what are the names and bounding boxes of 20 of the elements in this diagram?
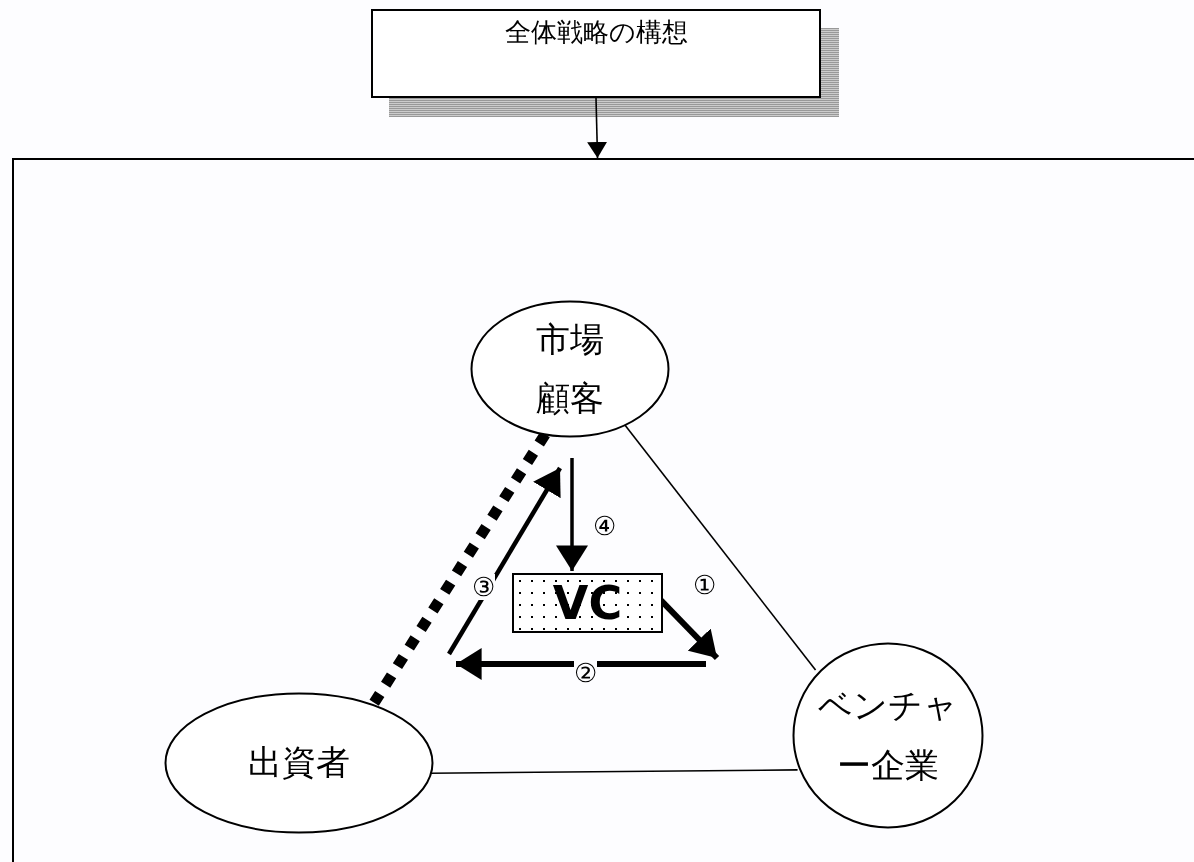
line xyxy=(429,769,799,774)
edge-label: ① xyxy=(693,572,716,598)
ellipse-node xyxy=(792,642,984,829)
arrow xyxy=(556,458,588,571)
arrow xyxy=(587,97,608,159)
node-label: 市場顧客 xyxy=(535,317,605,420)
process-box xyxy=(371,9,821,98)
ellipse-node xyxy=(470,300,670,438)
vc-box xyxy=(512,573,663,633)
dotted-line xyxy=(369,431,550,706)
frame-box xyxy=(12,158,1194,862)
edge-label: ④ xyxy=(593,513,616,539)
step-number: ③ xyxy=(472,574,495,600)
box-label: VC xyxy=(552,576,623,630)
ellipse-node xyxy=(164,692,434,834)
step-number: ② xyxy=(574,660,597,686)
line xyxy=(623,423,817,671)
node-label: 全体戦略の構想 xyxy=(504,16,688,49)
node-label: ベンチャー企業 xyxy=(817,684,959,787)
node-label: 出資者 xyxy=(247,741,351,785)
